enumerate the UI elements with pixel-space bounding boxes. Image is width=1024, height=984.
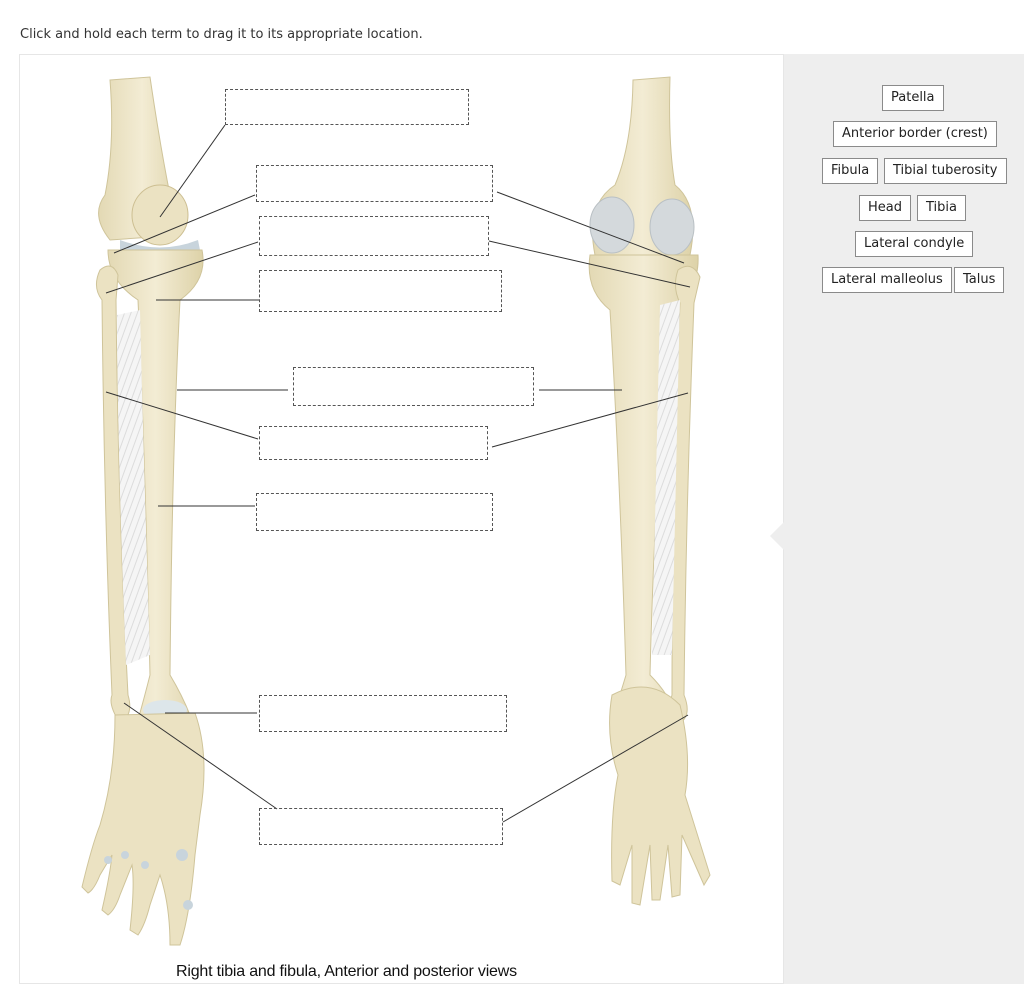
leg-bones-illustration <box>81 76 711 946</box>
drop-zone-6[interactable] <box>259 426 488 460</box>
drop-zone-3[interactable] <box>259 216 489 256</box>
drop-zone-7[interactable] <box>256 493 493 531</box>
drop-zone-2[interactable] <box>256 165 493 202</box>
term-lateral-condyle[interactable]: Lateral condyle <box>855 231 974 257</box>
drop-zone-5[interactable] <box>293 367 534 406</box>
term-lateral-malleolus[interactable]: Lateral malleolus <box>822 267 952 293</box>
term-patella[interactable]: Patella <box>882 85 944 111</box>
drop-zone-4[interactable] <box>259 270 502 312</box>
anterior-view <box>81 76 205 946</box>
instruction-text: Click and hold each term to drag it to i… <box>20 27 423 42</box>
drop-zone-8[interactable] <box>259 695 507 732</box>
drop-zone-1[interactable] <box>225 89 469 125</box>
term-tibia[interactable]: Tibia <box>917 195 966 221</box>
term-bank: Patella Anterior border (crest) Fibula T… <box>770 54 1024 984</box>
term-head[interactable]: Head <box>859 195 911 221</box>
diagram-panel: Right tibia and fibula, Anterior and pos… <box>19 54 784 984</box>
posterior-view <box>588 76 711 906</box>
term-anterior-border-crest[interactable]: Anterior border (crest) <box>833 121 997 147</box>
bank-notch <box>770 522 784 550</box>
leader-lines <box>105 124 691 823</box>
diagram-caption: Right tibia and fibula, Anterior and pos… <box>176 963 517 980</box>
drop-zone-9[interactable] <box>259 808 503 845</box>
term-talus[interactable]: Talus <box>954 267 1005 293</box>
term-fibula[interactable]: Fibula <box>822 158 879 184</box>
term-tibial-tuberosity[interactable]: Tibial tuberosity <box>884 158 1007 184</box>
